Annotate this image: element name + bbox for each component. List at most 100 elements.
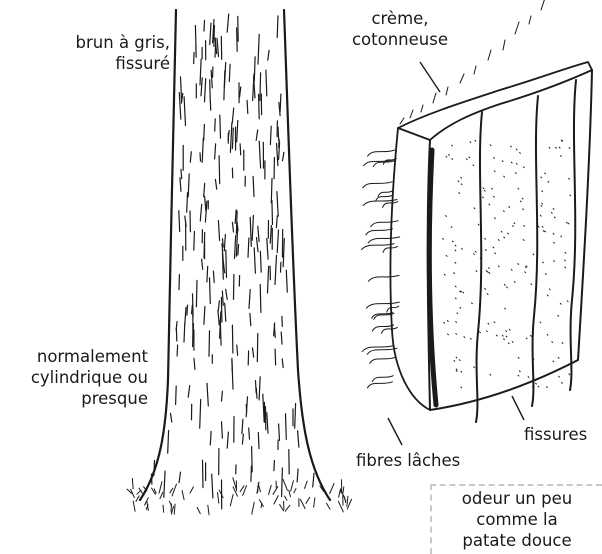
stipple-dot — [567, 301, 568, 302]
trunk-stroke — [258, 433, 259, 449]
stipple-dot — [519, 371, 520, 372]
label-trunk-shape: normalement cylindrique ou presque — [2, 346, 148, 409]
stipple-dot — [561, 236, 562, 237]
trunk-stroke — [238, 245, 239, 256]
trunk-stroke — [201, 78, 202, 96]
stipple-dot — [444, 274, 445, 275]
fibre-strand — [368, 150, 395, 156]
stipple-dot — [506, 331, 507, 332]
stipple-dot — [528, 377, 529, 378]
stipple-dot — [523, 167, 524, 168]
trunk-right-edge — [284, 10, 330, 500]
trunk-stroke — [282, 468, 283, 497]
trunk-stroke — [248, 238, 249, 257]
trunk-stroke — [257, 238, 259, 252]
stipple-dot — [472, 303, 473, 304]
stipple-dot — [543, 262, 544, 263]
grass-stroke — [170, 488, 173, 493]
label-trunk-shape-line-3: presque — [2, 388, 148, 409]
trunk-stroke — [194, 52, 195, 63]
grass-stroke — [314, 498, 315, 507]
trunk-stroke — [313, 473, 314, 487]
trunk-stroke — [190, 152, 191, 163]
trunk-stroke — [230, 123, 232, 153]
stipple-dot — [480, 332, 481, 333]
stipple-dot — [540, 215, 541, 216]
stipple-dot — [496, 335, 497, 336]
stipple-dot — [516, 164, 517, 165]
stipple-dot — [475, 251, 476, 252]
trunk-stroke — [268, 266, 269, 293]
fibre-strand — [362, 346, 394, 352]
stipple-dot — [538, 386, 539, 387]
stipple-dot — [459, 193, 460, 194]
trunk-stroke — [207, 383, 208, 406]
grass-stroke — [326, 503, 330, 509]
trunk-stroke — [204, 307, 205, 325]
stipple-dot — [547, 334, 548, 335]
fibre-strand — [383, 202, 398, 208]
trunk-stroke — [187, 305, 188, 315]
stipple-dot — [495, 253, 496, 254]
grass-stroke — [197, 507, 200, 513]
trunk-stroke — [251, 466, 252, 481]
stipple-dot — [463, 292, 464, 293]
trunk-stroke — [211, 70, 212, 88]
stipple-dot — [474, 254, 475, 255]
stipple-dot — [470, 338, 471, 339]
stipple-dot — [554, 217, 555, 218]
stipple-dot — [542, 227, 543, 228]
grass-stroke — [339, 489, 341, 498]
stipple-dot — [525, 272, 526, 273]
trunk-stroke — [258, 34, 259, 64]
stipple-dot — [522, 198, 523, 199]
trunk-stroke — [272, 200, 273, 224]
trunk-stroke — [200, 153, 201, 161]
stipple-dot — [485, 289, 486, 290]
trunk-stroke — [235, 210, 236, 224]
fibre-strand — [368, 275, 399, 281]
trunk-stroke — [257, 334, 258, 362]
trunk-stroke — [200, 400, 201, 429]
stipple-dot — [470, 142, 471, 143]
stipple-dot — [511, 162, 512, 163]
trunk-stroke — [232, 222, 233, 232]
stipple-dot — [518, 357, 519, 358]
trunk-stroke — [177, 345, 178, 356]
grass-stroke — [280, 505, 284, 511]
grass-stroke — [136, 496, 139, 502]
trunk-stroke — [209, 331, 210, 357]
stipple-dot — [509, 207, 510, 208]
trunk-stroke — [226, 289, 228, 299]
bark-section — [362, 0, 592, 422]
trunk-stroke — [280, 94, 281, 112]
trunk-stroke — [270, 126, 271, 144]
stipple-dot — [553, 233, 554, 234]
trunk-stroke — [176, 386, 177, 404]
stipple-dot — [526, 338, 527, 339]
stipple-dot — [461, 387, 462, 388]
trunk-stroke — [207, 266, 208, 282]
grass-stroke — [208, 505, 209, 515]
stipple-dot — [518, 264, 519, 265]
trunk-stroke — [268, 50, 269, 60]
trunk-stroke — [254, 57, 255, 81]
tree-trunk — [127, 10, 352, 515]
stipple-dot — [565, 267, 566, 268]
stipple-dot — [541, 177, 542, 178]
label-inner-bark-line-1: crème, — [340, 8, 460, 29]
trunk-stroke — [202, 138, 203, 162]
stipple-dot — [508, 343, 509, 344]
odour-note-line-2: comme la — [432, 509, 602, 530]
grass-stroke — [285, 496, 287, 500]
trunk-stroke — [188, 386, 190, 398]
stipple-dot — [504, 176, 505, 177]
trunk-stroke — [222, 291, 223, 305]
trunk-stroke — [210, 278, 211, 304]
trunk-stroke — [200, 59, 201, 85]
stipple-dot — [509, 329, 510, 330]
stipple-dot — [494, 196, 495, 197]
trunk-stroke — [271, 179, 272, 203]
stipple-dot — [456, 369, 457, 370]
grass-stroke — [160, 493, 163, 499]
